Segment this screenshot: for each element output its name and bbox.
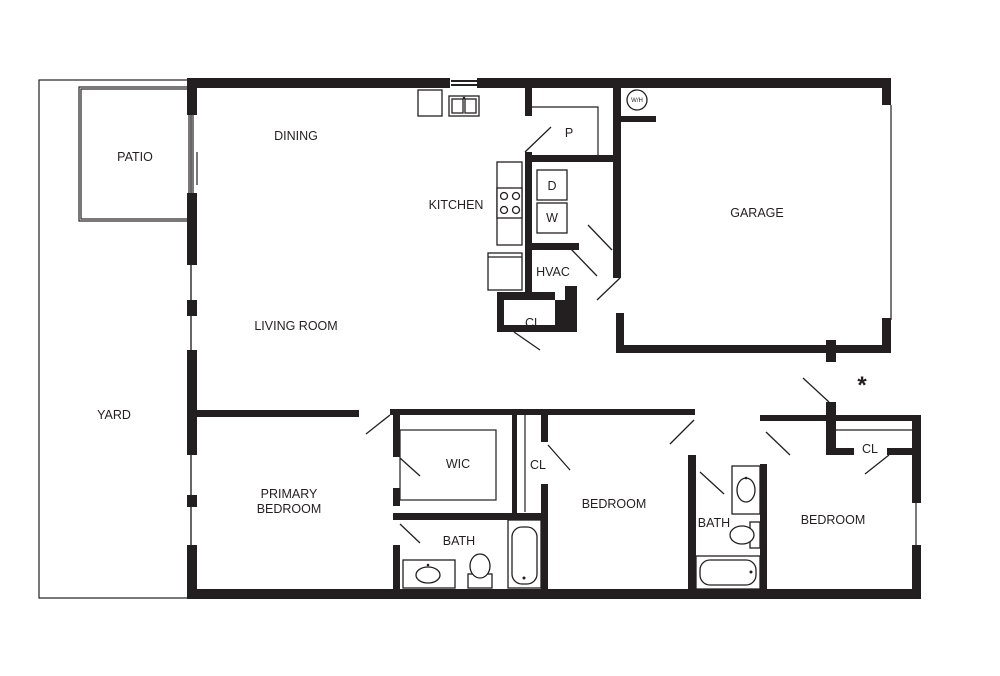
label-water-heater: W/H <box>631 98 643 104</box>
label-dining: DINING <box>274 129 318 143</box>
label-kitchen: KITCHEN <box>429 198 484 212</box>
label-dryer: D <box>547 179 556 193</box>
label-closet-mid: CL <box>530 458 546 472</box>
label-bath-second: BATH <box>698 516 730 530</box>
label-primary-bedroom-2: BEDROOM <box>257 502 322 516</box>
room-labels: PATIO DINING KITCHEN P D W HVAC W/H GARA… <box>97 98 878 548</box>
label-hvac: HVAC <box>536 265 570 279</box>
label-primary-bedroom-1: PRIMARY <box>261 487 318 501</box>
second-bath-toilet <box>729 521 761 549</box>
label-wic: WIC <box>446 457 470 471</box>
walls <box>187 78 921 599</box>
water-heater <box>626 89 648 111</box>
refrigerator <box>487 252 523 291</box>
label-bath-primary: BATH <box>443 534 475 548</box>
label-pantry: P <box>565 126 573 140</box>
label-bedroom-right: BEDROOM <box>801 513 866 527</box>
label-living-room: LIVING ROOM <box>254 319 337 333</box>
shelving <box>399 415 912 512</box>
doors <box>190 115 917 545</box>
label-garage: GARAGE <box>730 206 784 220</box>
label-yard: YARD <box>97 408 131 422</box>
label-patio: PATIO <box>117 150 153 164</box>
second-bath-tub <box>695 555 761 590</box>
primary-bath-vanity <box>402 559 456 589</box>
primary-bath-tub <box>507 519 542 589</box>
pantry-shelf <box>532 106 599 155</box>
label-washer: W <box>546 211 558 225</box>
label-bedroom-mid: BEDROOM <box>582 497 647 511</box>
second-bath-vanity <box>731 465 761 515</box>
entry-marker: * <box>857 372 867 399</box>
primary-bath-toilet <box>467 553 493 589</box>
stove <box>496 161 523 246</box>
label-closet-hall: CL <box>525 316 541 330</box>
washer <box>536 202 568 234</box>
dryer <box>536 169 568 201</box>
label-closet-right: CL <box>862 442 878 456</box>
kitchen-sink <box>417 89 480 117</box>
